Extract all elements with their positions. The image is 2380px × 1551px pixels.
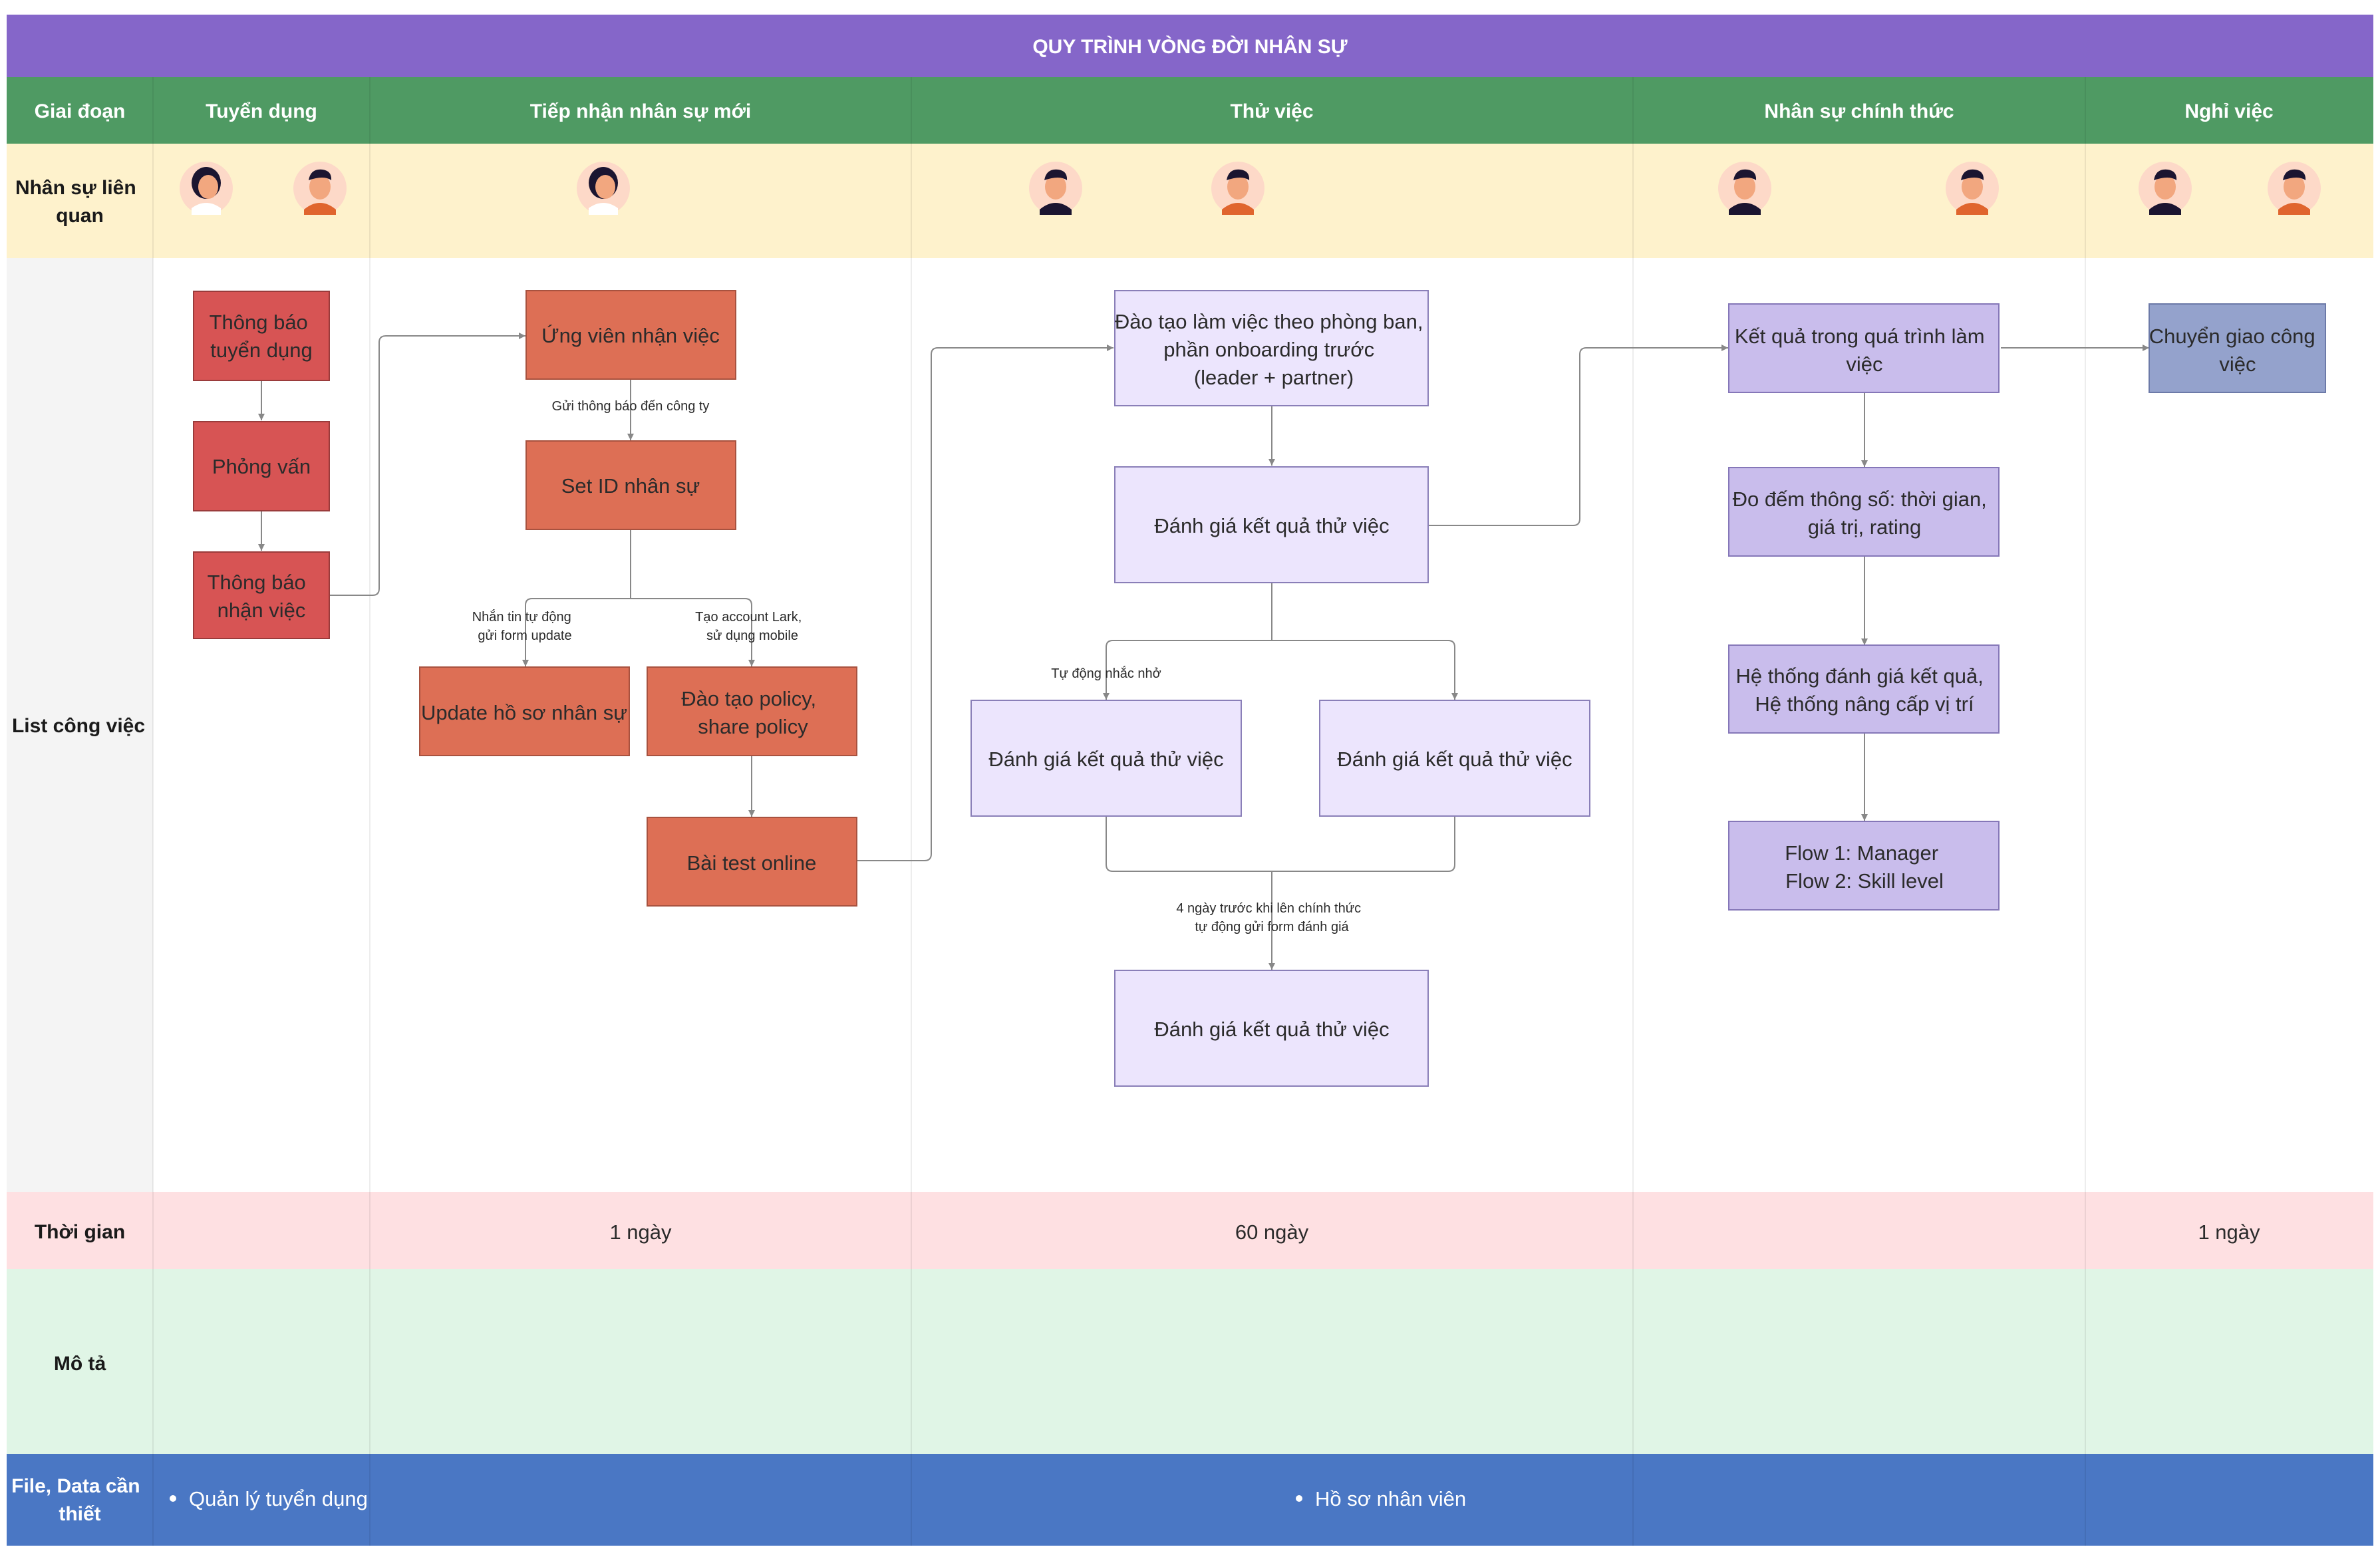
connector bbox=[1429, 345, 1728, 526]
connector bbox=[1272, 640, 1458, 700]
box-flow bbox=[1728, 821, 2000, 911]
connector bbox=[631, 598, 755, 666]
box-label: Đánh giá kết quả thử việc bbox=[988, 748, 1223, 771]
connectors bbox=[258, 333, 2149, 970]
box-do-dem-thong-so bbox=[1728, 467, 2000, 557]
box-danh-gia-thu-viec-right bbox=[1319, 700, 1590, 817]
row-label-files: File, Data cần thiết bbox=[11, 1475, 146, 1525]
row-label-people: Nhân sự liên quan bbox=[15, 177, 142, 227]
row-label-description: Mô tả bbox=[54, 1353, 106, 1375]
stage-thu-viec: Thử việc bbox=[1230, 100, 1313, 122]
stage-label: Giai đoạn bbox=[35, 100, 126, 122]
diagram-title: QUY TRÌNH VÒNG ĐỜI NHÂN SỰ bbox=[1032, 35, 1347, 58]
box-ket-qua-lam-viec bbox=[1728, 303, 2000, 393]
edge-label-nhan-tin: Nhắn tin tự động gửi form update bbox=[472, 609, 575, 643]
bullet-icon bbox=[1296, 1495, 1302, 1502]
task-boxes: Thông báo tuyển dụng Phỏng vấn Thông báo… bbox=[193, 290, 2326, 1087]
female-avatar-icon bbox=[577, 162, 630, 215]
box-phong-van bbox=[193, 421, 330, 511]
title-bar bbox=[7, 15, 2373, 77]
box-danh-gia-thu-viec-left bbox=[970, 700, 1242, 817]
male-avatar-icon bbox=[1211, 162, 1264, 215]
male-avatar-icon bbox=[1946, 162, 1999, 215]
time-tiep-nhan: 1 ngày bbox=[609, 1220, 672, 1244]
row-label-tasks: List công việc bbox=[12, 715, 145, 737]
stage-nghi-viec: Nghỉ việc bbox=[2184, 100, 2273, 122]
box-label: Thông báo nhận việc bbox=[208, 571, 312, 622]
box-label: Hệ thống đánh giá kết quả, Hệ thống nâng… bbox=[1736, 664, 1990, 716]
edge-label-tao-account: Tạo account Lark, sử dụng mobile bbox=[695, 610, 806, 643]
box-chuyen-giao-cong-viec bbox=[2149, 303, 2326, 393]
edge-label-gui-thong-bao: Gửi thông báo đến công ty bbox=[552, 399, 710, 414]
box-set-id bbox=[525, 440, 736, 530]
connector bbox=[1106, 583, 1272, 700]
box-dao-tao-phong-ban bbox=[1114, 290, 1429, 406]
stage-chinh-thuc: Nhân sự chính thức bbox=[1764, 100, 1954, 122]
box-he-thong-danh-gia bbox=[1728, 644, 2000, 734]
box-label: Ứng viên nhận việc bbox=[541, 324, 720, 347]
box-dao-tao-policy bbox=[647, 666, 857, 756]
box-label: Thông báo tuyển dụng bbox=[210, 311, 314, 362]
connector bbox=[525, 529, 631, 666]
stage-tuyen-dung: Tuyển dụng bbox=[206, 100, 317, 122]
time-thu-viec: 60 ngày bbox=[1235, 1220, 1309, 1244]
edge-label-tu-dong-nhac: Tự động nhắc nhở bbox=[1051, 666, 1161, 681]
bullet-icon bbox=[170, 1495, 176, 1502]
box-label: Bài test online bbox=[687, 851, 817, 875]
box-label: Đào tạo policy, share policy bbox=[681, 687, 821, 738]
connector bbox=[1106, 817, 1455, 872]
box-ung-vien-nhan-viec bbox=[525, 290, 736, 380]
box-label: Flow 1: Manager Flow 2: Skill level bbox=[1785, 841, 1944, 893]
box-thong-bao-tuyen-dung bbox=[193, 291, 330, 381]
box-thong-bao-nhan-viec bbox=[193, 551, 330, 639]
box-label: Update hồ sơ nhân sự bbox=[421, 701, 627, 724]
description-row bbox=[7, 1269, 2373, 1454]
box-bai-test bbox=[647, 817, 857, 907]
connector bbox=[329, 333, 525, 596]
box-label: Chuyển giao công việc bbox=[2149, 325, 2321, 376]
people-row bbox=[7, 144, 2373, 258]
avatar-group bbox=[180, 162, 2321, 215]
connector bbox=[857, 345, 1114, 861]
box-label: Đánh giá kết quả thử việc bbox=[1337, 748, 1572, 771]
box-update-ho-so bbox=[419, 666, 630, 756]
male-dark-avatar-icon bbox=[2139, 162, 2192, 215]
files-row bbox=[7, 1454, 2373, 1546]
male-dark-avatar-icon bbox=[1718, 162, 1771, 215]
box-danh-gia-thu-viec-final bbox=[1114, 970, 1429, 1087]
box-label: Đánh giá kết quả thử việc bbox=[1154, 1018, 1389, 1041]
stage-tiep-nhan: Tiếp nhận nhân sự mới bbox=[530, 100, 752, 122]
male-dark-avatar-icon bbox=[1029, 162, 1082, 215]
edge-labels: Gửi thông báo đến công ty Nhắn tin tự độ… bbox=[472, 399, 1364, 934]
time-row bbox=[7, 1192, 2373, 1269]
box-danh-gia-thu-viec bbox=[1114, 466, 1429, 583]
box-label: Đánh giá kết quả thử việc bbox=[1154, 514, 1389, 537]
edge-label-4-ngay: 4 ngày trước khi lên chính thức tự động … bbox=[1176, 901, 1364, 934]
box-label: Kết quả trong quá trình làm việc bbox=[1735, 325, 1990, 376]
file-ho-so-nhan-vien: Hồ sơ nhân viên bbox=[1315, 1487, 1466, 1510]
box-label: Đo đếm thông số: thời gian, giá trị, rat… bbox=[1733, 488, 1993, 539]
row-label-time: Thời gian bbox=[35, 1221, 125, 1243]
column-dividers bbox=[152, 77, 2086, 1546]
male-avatar-icon bbox=[2268, 162, 2321, 215]
header-row bbox=[7, 77, 2373, 144]
box-label: Đào tạo làm việc theo phòng ban, phần on… bbox=[1115, 310, 1429, 389]
box-label: Set ID nhân sự bbox=[561, 474, 700, 497]
time-nghi-viec: 1 ngày bbox=[2198, 1220, 2260, 1244]
tasks-label-cell bbox=[7, 258, 153, 1192]
female-avatar-icon bbox=[180, 162, 233, 215]
male-avatar-icon bbox=[293, 162, 347, 215]
file-quan-ly-tuyen-dung: Quản lý tuyển dụng bbox=[189, 1487, 368, 1510]
box-label: Phỏng vấn bbox=[212, 455, 311, 478]
